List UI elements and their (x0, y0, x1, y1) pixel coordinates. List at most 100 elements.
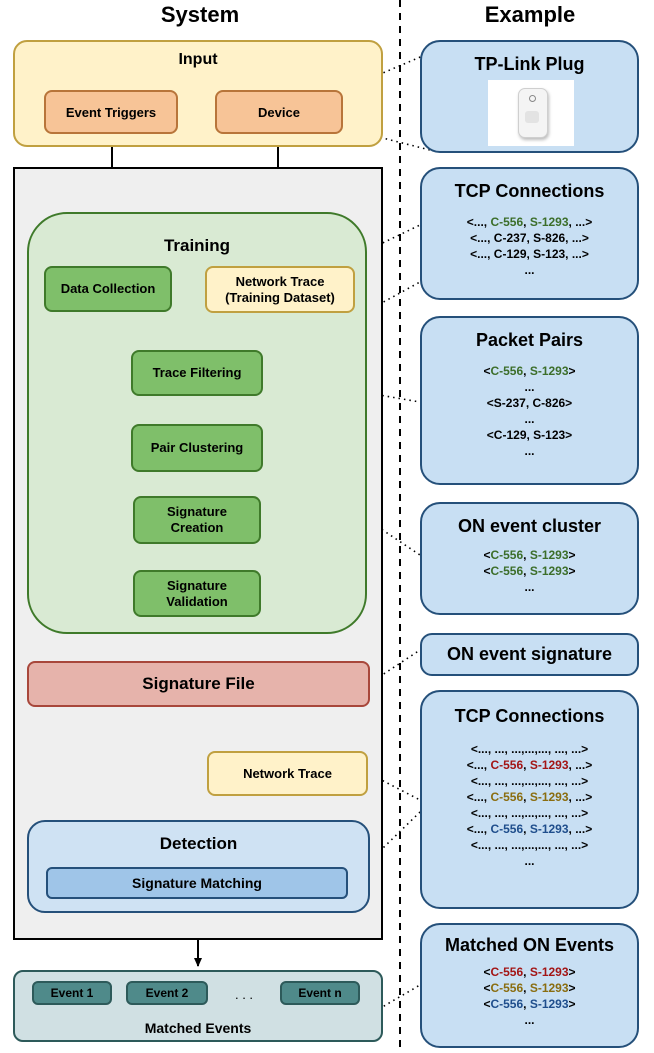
example-line: <C-556, S-1293> (422, 363, 637, 379)
header-example: Example (484, 2, 576, 27)
example-line: <C-556, S-1293> (422, 563, 637, 579)
signature-file-box: Signature File (27, 661, 370, 707)
example-line: <..., C-556, S-1293, ...> (422, 821, 637, 837)
example-line-segment: , (523, 364, 530, 378)
example-line-segment: <..., ..., ...,...,..., ..., ...> (470, 806, 589, 820)
example-line: <..., C-556, S-1293, ...> (422, 789, 637, 805)
example-line-segment: , ...> (568, 790, 593, 804)
example-line-segment: C-556 (490, 758, 524, 772)
example-line: <..., C-237, S-826, ...> (422, 230, 637, 246)
example-line: <C-556, S-1293> (422, 964, 637, 980)
example-line: <C-556, S-1293> (422, 980, 637, 996)
device-box: Device (215, 90, 343, 134)
example-line-segment: C-556 (490, 965, 524, 979)
data-collection-box: Data Collection (44, 266, 172, 312)
example-line-segment: > (568, 997, 576, 1011)
example-line-segment: S-1293 (529, 822, 569, 836)
example-line-segment: <..., (466, 822, 491, 836)
example-line-segment: , (523, 548, 530, 562)
example-line-segment: S-1293 (529, 548, 569, 562)
signature-creation-box: Signature Creation (133, 496, 261, 544)
example-line-segment: C-556 (490, 364, 524, 378)
example-on-event-signature: ON event signature (420, 633, 639, 676)
example-line-segment: , (523, 822, 530, 836)
example-line: <..., C-129, S-123, ...> (422, 246, 637, 262)
example-line-segment: <..., C-129, S-123, ...> (470, 247, 589, 261)
example-line: <..., C-556, S-1293, ...> (422, 757, 637, 773)
example-line-segment: S-1293 (529, 758, 569, 772)
example-line: <..., ..., ...,...,..., ..., ...> (422, 741, 637, 757)
pair-clustering-box: Pair Clustering (131, 424, 263, 472)
event-1-chip: Event 1 (32, 981, 112, 1005)
example-line-segment: , ...> (568, 822, 593, 836)
example-line-segment: S-1293 (529, 965, 569, 979)
example-line-segment: <..., ..., ...,...,..., ..., ...> (470, 838, 589, 852)
example-matched-lines: <C-556, S-1293><C-556, S-1293><C-556, S-… (422, 964, 637, 1028)
example-line-segment: S-1293 (529, 364, 569, 378)
matched-events-label: Matched Events (144, 1020, 252, 1036)
example-line-segment: , (523, 215, 530, 229)
example-line-segment: , (523, 790, 530, 804)
event-n-chip: Event n (280, 981, 360, 1005)
example-line: <C-556, S-1293> (422, 996, 637, 1012)
example-line: <C-556, S-1293> (422, 547, 637, 563)
example-tcp-connections-2: TCP Connections <..., ..., ...,...,..., … (420, 690, 639, 909)
example-line-segment: <..., (466, 215, 491, 229)
example-line-segment: ... (524, 380, 535, 394)
example-signature-title: ON event signature (446, 644, 613, 664)
example-line: <..., ..., ...,...,..., ..., ...> (422, 773, 637, 789)
example-line: ... (422, 379, 637, 395)
signature-creation-line2: Creation (170, 520, 224, 535)
example-line-segment: S-1293 (529, 997, 569, 1011)
example-line-segment: ... (524, 1013, 535, 1027)
example-line-segment: C-556 (490, 790, 524, 804)
example-line-segment: ... (524, 854, 535, 868)
example-plug-title: TP-Link Plug (474, 54, 585, 74)
example-line-segment: < (483, 997, 491, 1011)
example-line-segment: <S-237, C-826> (486, 396, 573, 410)
example-line-segment: > (568, 564, 576, 578)
example-line-segment: , ...> (568, 215, 593, 229)
example-tcp-title: TCP Connections (454, 181, 605, 201)
example-line-segment: > (568, 965, 576, 979)
network-trace-box: Network Trace (207, 751, 368, 796)
example-line: ... (422, 443, 637, 459)
example-pairs-title: Packet Pairs (475, 330, 584, 350)
plug-image (488, 80, 574, 146)
example-line-segment: , (523, 981, 530, 995)
network-trace-line2: (Training Dataset) (225, 289, 335, 305)
example-matched-on-events: Matched ON Events <C-556, S-1293><C-556,… (420, 923, 639, 1048)
example-line-segment: , (523, 965, 530, 979)
example-tcp2-lines: <..., ..., ...,...,..., ..., ...><..., C… (422, 741, 637, 869)
example-line-segment: <..., ..., ...,...,..., ..., ...> (470, 742, 589, 756)
event-2-chip: Event 2 (126, 981, 208, 1005)
example-line: <C-129, S-123> (422, 427, 637, 443)
example-packet-pairs: Packet Pairs <C-556, S-1293>... <S-237, C… (420, 316, 639, 485)
example-line: ... (422, 579, 637, 595)
example-line-segment: <..., C-237, S-826, ...> (470, 231, 589, 245)
example-line-segment: <..., ..., ...,...,..., ..., ...> (470, 774, 589, 788)
example-line-segment: C-556 (490, 548, 524, 562)
example-line-segment: , ...> (568, 758, 593, 772)
detection-title: Detection (159, 834, 238, 853)
example-line-segment: < (483, 965, 491, 979)
example-line-segment: C-556 (490, 564, 524, 578)
trace-filtering-box: Trace Filtering (131, 350, 263, 396)
example-line-segment: S-1293 (529, 215, 569, 229)
example-line: ... (422, 853, 637, 869)
signature-validation-box: Signature Validation (133, 570, 261, 617)
example-line-segment: ... (524, 263, 535, 277)
example-line-segment: <..., (466, 790, 491, 804)
example-line-segment: <..., (466, 758, 491, 772)
example-line-segment: < (483, 981, 491, 995)
example-line-segment: , (523, 758, 530, 772)
example-line-segment: < (483, 548, 491, 562)
plug-icon (518, 88, 548, 138)
example-line-segment: S-1293 (529, 564, 569, 578)
header-system: System (160, 2, 240, 27)
example-line-segment: C-556 (490, 997, 524, 1011)
network-trace-training-box: Network Trace (Training Dataset) (205, 266, 355, 313)
example-tcp-lines: <..., C-556, S-1293, ...><..., C-237, S-… (422, 214, 637, 278)
example-tcp-connections: TCP Connections <..., C-556, S-1293, ...… (420, 167, 639, 300)
example-line-segment: S-1293 (529, 981, 569, 995)
